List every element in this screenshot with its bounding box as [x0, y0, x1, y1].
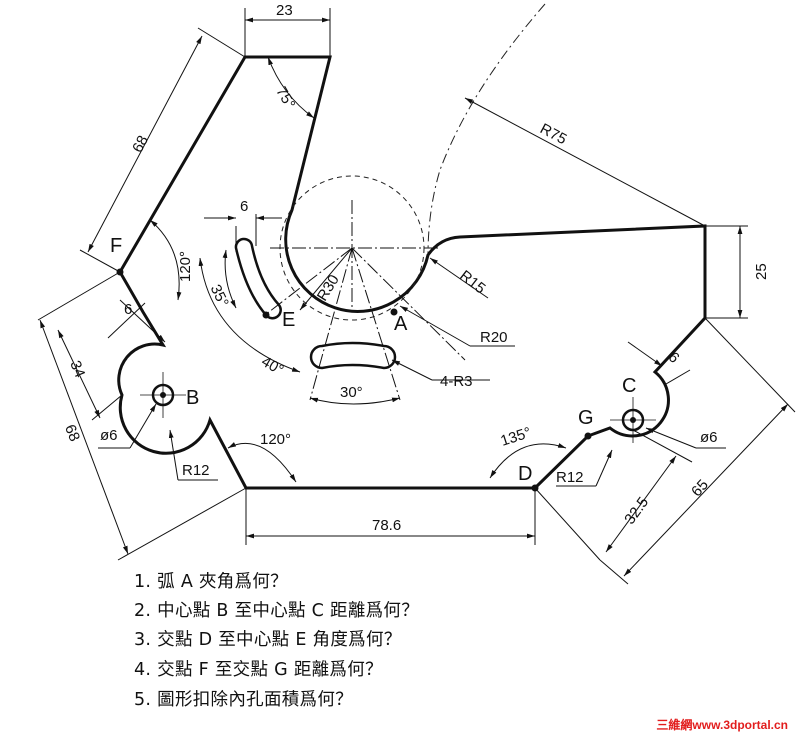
dim-25: 25 [753, 263, 770, 280]
hole-b [140, 372, 186, 418]
dim-6-left: 6 [124, 301, 132, 318]
dim-r15: R15 [456, 267, 488, 297]
dim-6-slot: 6 [240, 198, 248, 215]
dim-r75: R75 [537, 120, 569, 148]
outer-profile [117, 55, 707, 490]
question-1: 1. 弧 A 夾角爲何？ [134, 572, 288, 592]
dim-phi6-b: ø6 [100, 427, 118, 444]
point-label-e: E [282, 309, 295, 331]
dim-phi6-c: ø6 [700, 429, 718, 446]
r75-construction-arc [427, 3, 546, 256]
point-label-c: C [622, 375, 636, 397]
hole-c [610, 397, 656, 443]
question-4: 4. 交點 F 至交點 G 距離爲何？ [134, 660, 383, 680]
question-3: 3. 交點 D 至中心點 E 角度爲何？ [134, 630, 402, 650]
dim-68-top: 68 [129, 133, 152, 156]
point-label-b: B [186, 387, 199, 409]
dim-r12-b: R12 [182, 462, 210, 479]
point-label-a: A [394, 313, 408, 335]
key-points [116, 268, 592, 492]
dim-40deg: 40° [258, 353, 286, 379]
dim-4r3: 4-R3 [440, 373, 473, 390]
dim-68-left: 68 [61, 422, 83, 444]
question-2: 2. 中心點 B 至中心點 C 距離爲何？ [134, 601, 420, 621]
dim-32-5: 32.5 [621, 494, 652, 528]
dimension-lines [37, 8, 796, 585]
watermark-url: www.3dportal.cn [692, 718, 788, 732]
watermark: 三維網www.3dportal.cn [656, 716, 788, 733]
dim-120-f: 120° [177, 251, 194, 282]
point-label-g: G [578, 407, 594, 429]
slot-bottom [309, 341, 397, 370]
dim-30deg: 30° [340, 384, 363, 401]
point-label-f: F [110, 235, 122, 257]
dim-6-right: 6 [665, 349, 683, 367]
point-label-d: D [518, 463, 532, 485]
dim-34: 34 [66, 358, 88, 380]
dim-120-bottom: 120° [260, 431, 291, 448]
center-lines [264, 200, 466, 401]
dim-65: 65 [688, 476, 712, 500]
dim-r12-g: R12 [556, 469, 584, 486]
dim-75deg: 75° [272, 84, 298, 112]
dim-78-6: 78.6 [372, 517, 401, 534]
dim-23: 23 [276, 2, 293, 19]
dim-r20: R20 [480, 329, 508, 346]
watermark-brand: 三維網 [656, 718, 693, 732]
slot-left [234, 237, 282, 320]
question-5: 5. 圖形扣除內孔面積爲何？ [134, 690, 353, 710]
